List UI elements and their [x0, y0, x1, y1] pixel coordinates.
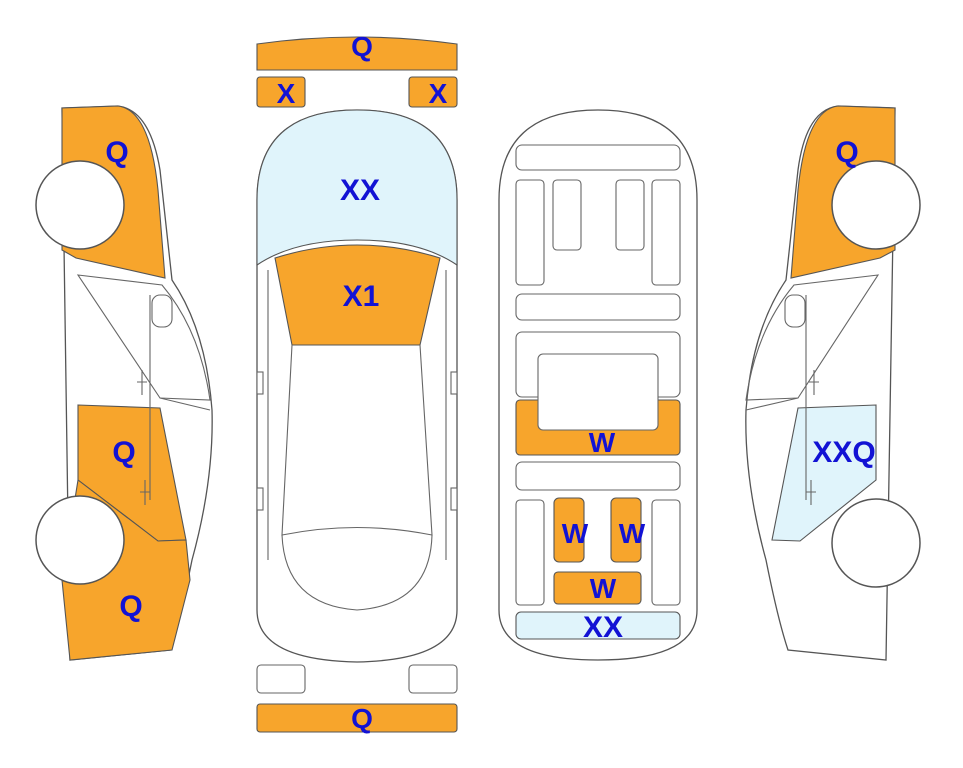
left-rear-wheel — [35, 495, 125, 585]
right-mirror — [784, 294, 806, 328]
left-front-door-label: Q — [112, 436, 135, 469]
floor-right-rail-label: W — [619, 518, 646, 549]
left-taillight — [256, 664, 306, 694]
right-headlight[interactable] — [408, 76, 458, 108]
left-side-mirror-top — [256, 371, 264, 395]
left-rear-quarter-label: Q — [119, 590, 142, 623]
right-rear-door-label: XXQ — [812, 436, 875, 469]
right-side-mirror-top — [450, 371, 458, 395]
floor-rear-rail[interactable] — [553, 571, 642, 605]
right-front-fender-label: Q — [835, 136, 858, 169]
floor-center-panel — [537, 353, 659, 431]
floor-rear-panel-label: XX — [583, 611, 623, 644]
rear-bumper[interactable] — [256, 703, 458, 733]
right-front-wheel — [831, 160, 921, 250]
right-taillight — [408, 664, 458, 694]
right-side-view: Q XXQ — [745, 105, 921, 661]
left-side-view: Q Q Q — [35, 105, 213, 661]
floor-crossmember-label: W — [589, 427, 616, 458]
top-view: Q X X XX X1 Q — [256, 31, 458, 734]
right-rear-door[interactable] — [771, 404, 877, 542]
floor-right-rail[interactable] — [610, 497, 642, 563]
left-front-fender-label: Q — [105, 136, 128, 169]
floor-rear-rail-label: W — [590, 573, 617, 604]
front-bumper-label: Q — [351, 31, 373, 62]
left-front-wheel — [35, 160, 125, 250]
hood[interactable] — [256, 109, 458, 267]
hood-label: XX — [340, 174, 380, 207]
front-bumper[interactable] — [256, 36, 458, 71]
right-headlight-label: X — [429, 78, 448, 109]
underbody-view: W W W W XX — [498, 109, 698, 661]
floor-left-rail[interactable] — [553, 497, 585, 563]
windshield-label: X1 — [343, 280, 380, 313]
left-headlight-label: X — [277, 78, 296, 109]
floor-left-rail-label: W — [562, 518, 589, 549]
rear-bumper-label: Q — [351, 703, 373, 734]
left-headlight[interactable] — [256, 76, 306, 108]
floor-rear-panel[interactable] — [515, 611, 681, 640]
left-mirror — [151, 294, 173, 328]
windshield[interactable] — [274, 244, 441, 346]
right-rear-wheel — [831, 498, 921, 588]
